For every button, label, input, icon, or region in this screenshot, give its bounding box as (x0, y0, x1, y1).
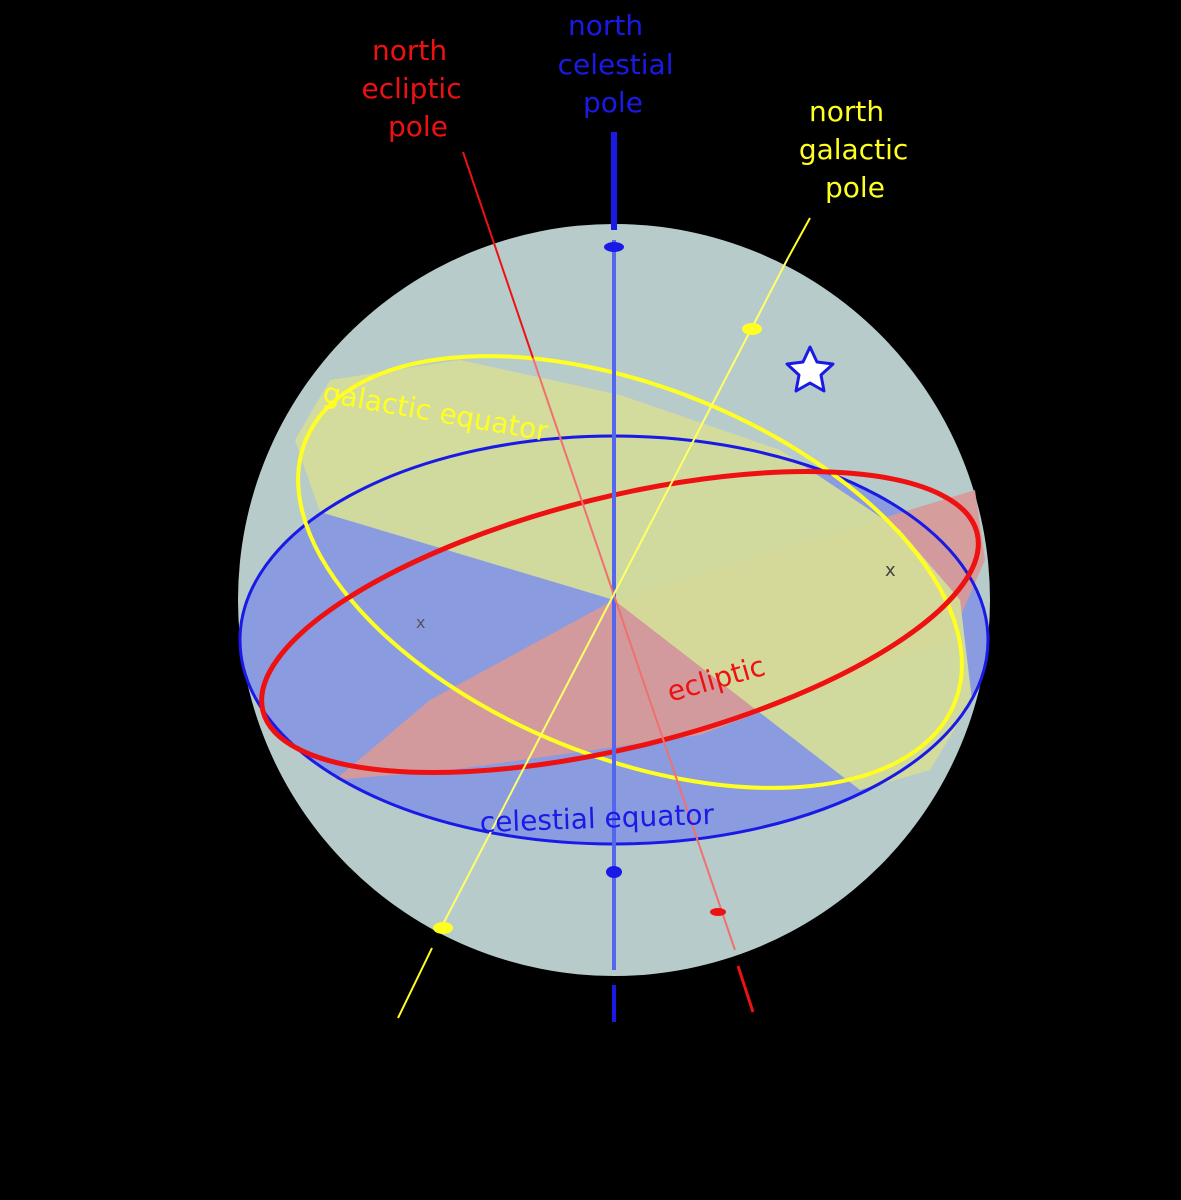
ecliptic-axis-inner (532, 357, 736, 951)
intersection-marker-left: x (416, 613, 425, 632)
north-ecliptic-pole-label: north ecliptic pole (361, 34, 470, 143)
intersection-marker-right: x (885, 560, 896, 581)
galactic-axis-inner (439, 257, 789, 931)
ecliptic-ring (259, 469, 981, 775)
galactic-equator-ring (296, 354, 964, 790)
ecliptic-axis-bottom (736, 965, 755, 1013)
south-galactic-pole-marker (433, 922, 453, 934)
ecliptic-axis-top (462, 151, 534, 359)
north-celestial-pole-label: north celestial pole (558, 9, 683, 119)
north-galactic-pole-label: north galactic pole (799, 95, 917, 204)
south-celestial-pole-marker (606, 866, 622, 878)
galactic-axis-top (787, 217, 811, 259)
north-galactic-pole-marker (742, 323, 762, 335)
star-icon (785, 345, 835, 393)
galactic-axis-bottom (397, 947, 433, 1019)
south-ecliptic-pole-marker (710, 908, 726, 916)
celestial-equator-label: celestial equator (479, 798, 715, 839)
north-celestial-pole-marker (604, 242, 624, 252)
